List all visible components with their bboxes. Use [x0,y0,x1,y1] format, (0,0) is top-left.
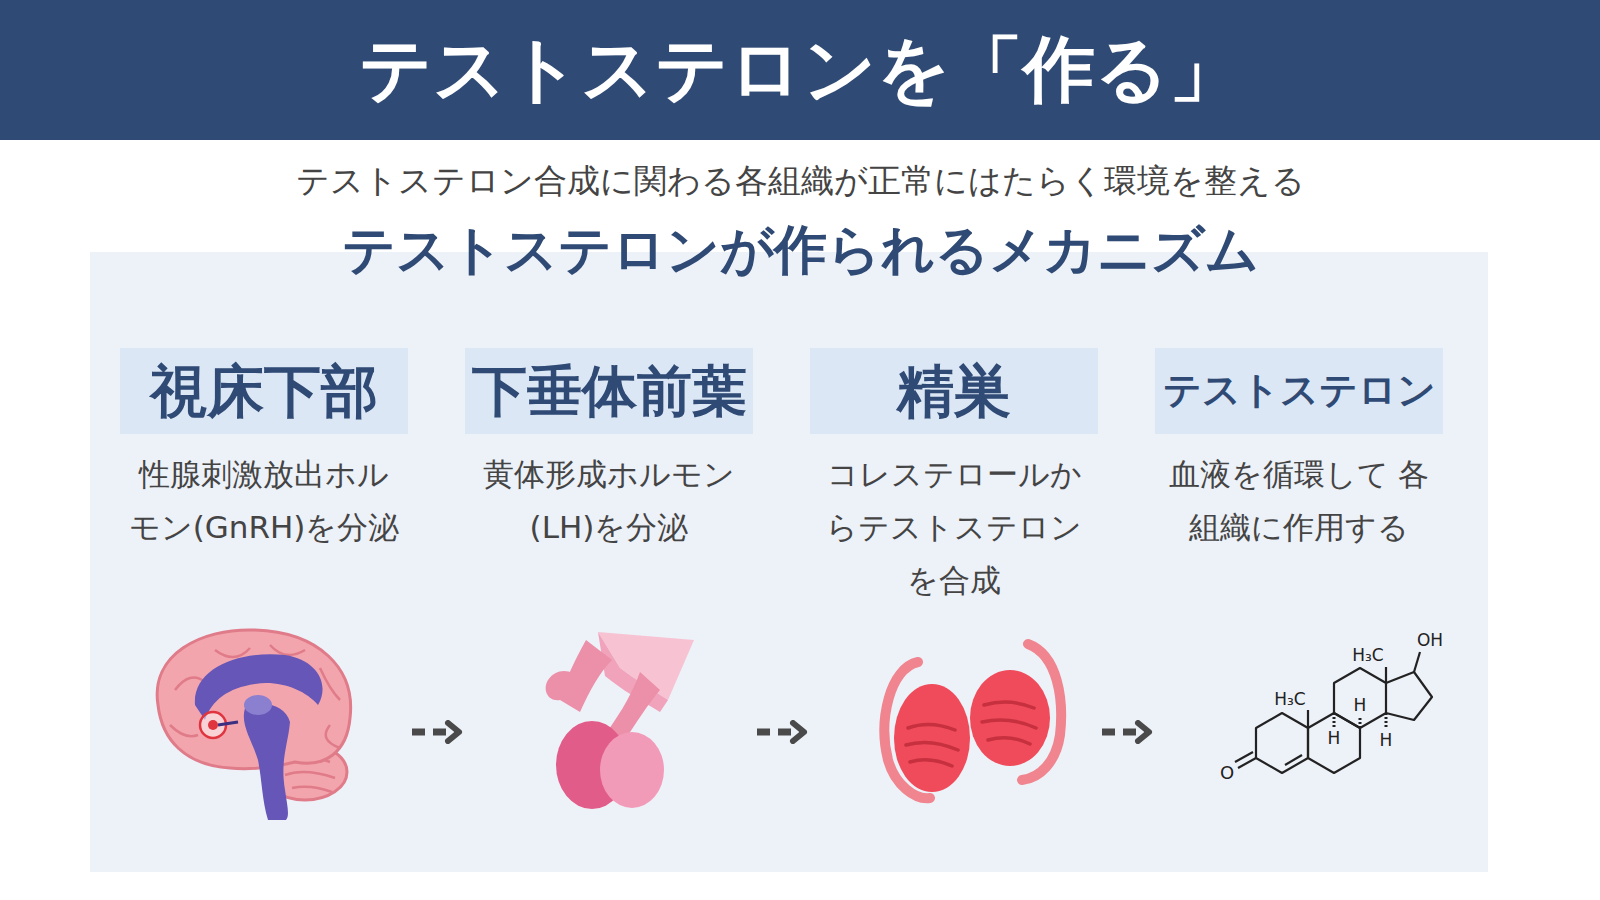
stage-column: 精巣コレステロールか らテストステロン を合成 [810,348,1098,820]
atom-label: O [1219,763,1235,783]
atom-label: H [1353,696,1368,715]
flow-arrow [412,729,459,736]
atom-label: OH [1416,631,1444,650]
steroid-structure [1333,713,1336,728]
heading-box: 視床下部 [120,348,408,434]
steroid-structure [1235,652,1432,773]
stage-column: 下垂体前葉黄体形成ホルモン (LH)を分泌 [465,348,753,820]
description-text: 血液を循環して 各組織に作用する [1163,448,1435,554]
steroid-structure [1359,716,1362,728]
description-text: 黄体形成ホルモン (LH)を分泌 [473,448,745,554]
heading-text: 下垂体前葉 [472,361,747,422]
heading-box: テストステロン [1155,348,1443,434]
atom-label: H [1379,731,1394,750]
subtitle: テストステロン合成に関わる各組織が正常にはたらく環境を整える [295,163,1306,199]
steroid-structure [1385,713,1388,729]
section-heading: テストステロンが作られるメカニズム [341,221,1260,279]
steroid-structure [1334,668,1386,728]
atom-label: H₃C [1351,646,1384,665]
steroid-structure [1414,652,1420,672]
testis-illustration [970,670,1050,766]
brain-illustration [195,654,323,720]
heading-box: 下垂体前葉 [465,348,753,434]
steroid-structure [1235,752,1256,768]
flow-arrow [1102,729,1149,736]
testis-illustration [906,724,958,766]
title-banner [0,0,1600,140]
atom-label: H [1327,729,1342,748]
brain-illustration [244,704,290,820]
pituitary-illustration [600,732,664,808]
steroid-structure [1256,713,1308,773]
testis-illustration [885,644,1062,798]
pituitary-illustration [546,632,694,809]
pituitary-illustration [546,671,580,700]
flow-arrow [757,729,804,736]
testis-illustration [894,684,970,792]
stage-column: テストステロン血液を循環して 各組織に作用する [1155,348,1443,820]
brain-illustration [218,722,238,725]
heading-text: 視床下部 [150,360,378,423]
title-text: テストステロンを「作る」 [0,0,1600,140]
steroid-structure [1386,672,1432,720]
steroid-structure [1385,667,1387,683]
description-text: 性腺刺激放出ホル モン(GnRH)を分泌 [128,448,400,554]
heading-box: 精巣 [810,348,1098,434]
testis-illustration [982,702,1036,744]
steroid-structure [1285,755,1302,765]
steroid-structure [1307,710,1309,728]
brain-illustration [244,695,272,715]
stage-column: 視床下部性腺刺激放出ホル モン(GnRH)を分泌 [120,348,408,820]
brain-illustration [157,630,350,820]
brain-illustration [208,720,218,730]
heading-text: テストステロン [1163,370,1436,412]
steroid-structure [1308,713,1360,773]
panel-ground [90,252,1488,872]
description-text: コレステロールか らテストステロン を合成 [818,448,1090,607]
heading-text: 精巣 [897,360,1011,423]
atom-label: H₃C [1273,690,1306,709]
